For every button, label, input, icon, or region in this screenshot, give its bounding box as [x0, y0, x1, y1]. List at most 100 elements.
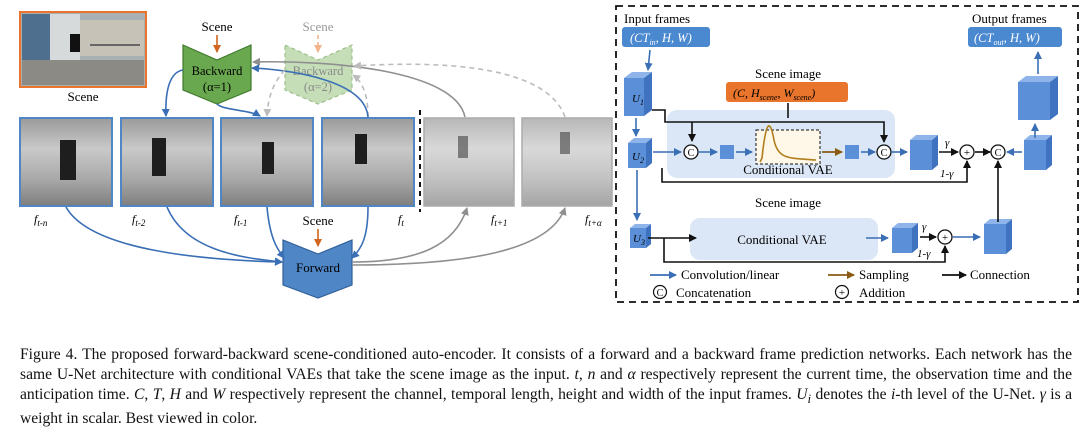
frame-label-5: ft+α [585, 212, 602, 228]
arrow-forward-out-2 [351, 207, 567, 266]
scene-label-ghost: Scene [302, 19, 333, 34]
legend-sampling: Sampling [859, 267, 909, 282]
u2-label: U2 [632, 151, 644, 165]
caption-Ui-sub: i [807, 391, 812, 407]
arrow-forward-in-2 [266, 206, 285, 259]
scene-image-label-2: Scene image [755, 195, 821, 210]
unet-panel [615, 5, 1079, 303]
output-frames-title: Output frames [972, 11, 1047, 26]
caption-T: T [152, 386, 162, 403]
forward-label: Forward [296, 260, 341, 275]
concat-2-symbol: C [881, 148, 888, 159]
caption-s5: -th level of the U-Net. [895, 386, 1040, 403]
figure-diagram: Scene Scene Backward (α=1) Scene Backwar… [19, 5, 1079, 303]
legend-connection: Connection [970, 267, 1030, 282]
caption-Ui: U [796, 386, 808, 403]
caption-s4: denotes the [811, 386, 891, 403]
scene-thumbnail-label: Scene [67, 89, 98, 104]
cvae-label-2: Conditional VAE [737, 232, 827, 247]
scene-label-backward: Scene [201, 19, 232, 34]
plus-1 [959, 144, 975, 160]
backward-alpha: (α=1) [203, 80, 231, 94]
gamma-label-1: γ [945, 137, 950, 149]
concat-3-symbol: C [995, 148, 1002, 159]
input-frames-dims: (CTin, H, W) [630, 31, 692, 47]
caption-i: i [890, 386, 896, 403]
scene-image-box [726, 82, 848, 102]
scene-label-forward: Scene [302, 213, 333, 228]
one-minus-gamma-2: 1-γ [917, 248, 931, 260]
caption-and: and [595, 366, 628, 383]
legend-addition: Addition [859, 285, 906, 300]
arrow-ghost-out [263, 69, 286, 117]
cvae-label-1: Conditional VAE [743, 162, 833, 177]
figure-caption: Figure 4. The proposed forward-backward … [20, 346, 1073, 428]
u1-label: U1 [632, 93, 644, 107]
arrow-forward-in-1 [166, 206, 283, 266]
skip-u1-top [652, 109, 888, 143]
scene-thumbnail [19, 11, 147, 88]
cvae-dec-cube [845, 145, 859, 159]
one-minus-gamma-1: 1-γ [940, 168, 954, 180]
input-frames-box [622, 27, 710, 47]
caption-and2: and [180, 386, 213, 403]
arrow-forward-in-3 [351, 206, 369, 259]
concat-1-symbol: C [688, 148, 695, 159]
legend-addition-icon [834, 284, 850, 300]
cube-u3 [630, 224, 651, 248]
caption-s3: respectively represent the channel, temp… [225, 386, 797, 403]
frame-label-3: ft [398, 212, 404, 228]
decoder-cube-2 [910, 135, 938, 170]
frame-t [321, 117, 415, 207]
backward-ghost-alpha: (α=2) [304, 80, 332, 94]
backward-ghost-chevron [284, 44, 353, 105]
scene-image-label-1: Scene image [755, 66, 821, 81]
skip-u3-plus [663, 238, 949, 263]
concat-3 [990, 144, 1006, 160]
legend-conv: Convolution/linear [681, 267, 780, 282]
caption-lead: Figure 4. [20, 346, 78, 363]
distribution-curve [759, 125, 817, 163]
gamma-label-2: γ [922, 221, 927, 233]
arrow-in-u1 [644, 49, 653, 71]
decoder-cube-right-mid [1024, 135, 1052, 170]
caption-s2: respectively represent the current time,… [20, 366, 1073, 403]
cube-u1 [624, 72, 652, 116]
scene-image-dims: (C, Hscene, Wscene) [733, 86, 815, 102]
backward-ghost-label: Backward [293, 64, 344, 78]
caption-s1: The proposed forward-backward scene-cond… [20, 346, 1072, 383]
input-frames-title: Input frames [624, 11, 690, 26]
frame-label-1: ft-2 [132, 212, 146, 228]
caption-t: t [574, 366, 579, 383]
arrow-backward-out-0 [161, 69, 184, 117]
caption-W: W [212, 386, 226, 403]
caption-s6: is a weight in scalar. Best viewed in co… [20, 386, 1072, 428]
skip-u2-plus [661, 160, 971, 183]
legend-concat: Concatenation [676, 285, 752, 300]
frame-t-plus-alpha [521, 117, 613, 207]
caption-C: C [134, 386, 145, 403]
frame-t-1 [220, 117, 314, 207]
caption-H: H [169, 386, 181, 403]
cvae-enc-cube [720, 145, 734, 159]
frame-label-0: ft-n [34, 212, 48, 228]
cube-u2 [628, 138, 652, 168]
legend-concat-symbol: C [657, 288, 664, 299]
u3-label: U3 [633, 233, 645, 247]
frame-t-2 [120, 117, 214, 207]
plus-1-symbol: + [964, 147, 970, 159]
frame-t-plus-1 [423, 117, 515, 207]
arrow-backward-out-1 [216, 103, 261, 117]
plus-2 [937, 229, 953, 245]
frame-strip [19, 117, 613, 207]
caption-alpha: α [627, 366, 636, 383]
backward-label: Backward [192, 64, 243, 78]
legend-concat-icon [652, 284, 668, 300]
decoder-cube-3 [892, 223, 918, 253]
arrow-ghost-from-t [352, 74, 369, 118]
forward-chevron [282, 239, 353, 299]
frame-label-4: ft+1 [491, 212, 507, 228]
backward-chevron [182, 44, 252, 105]
caption-comma: , [578, 366, 588, 383]
output-frames-dims: (CTout, H, W) [974, 31, 1040, 47]
